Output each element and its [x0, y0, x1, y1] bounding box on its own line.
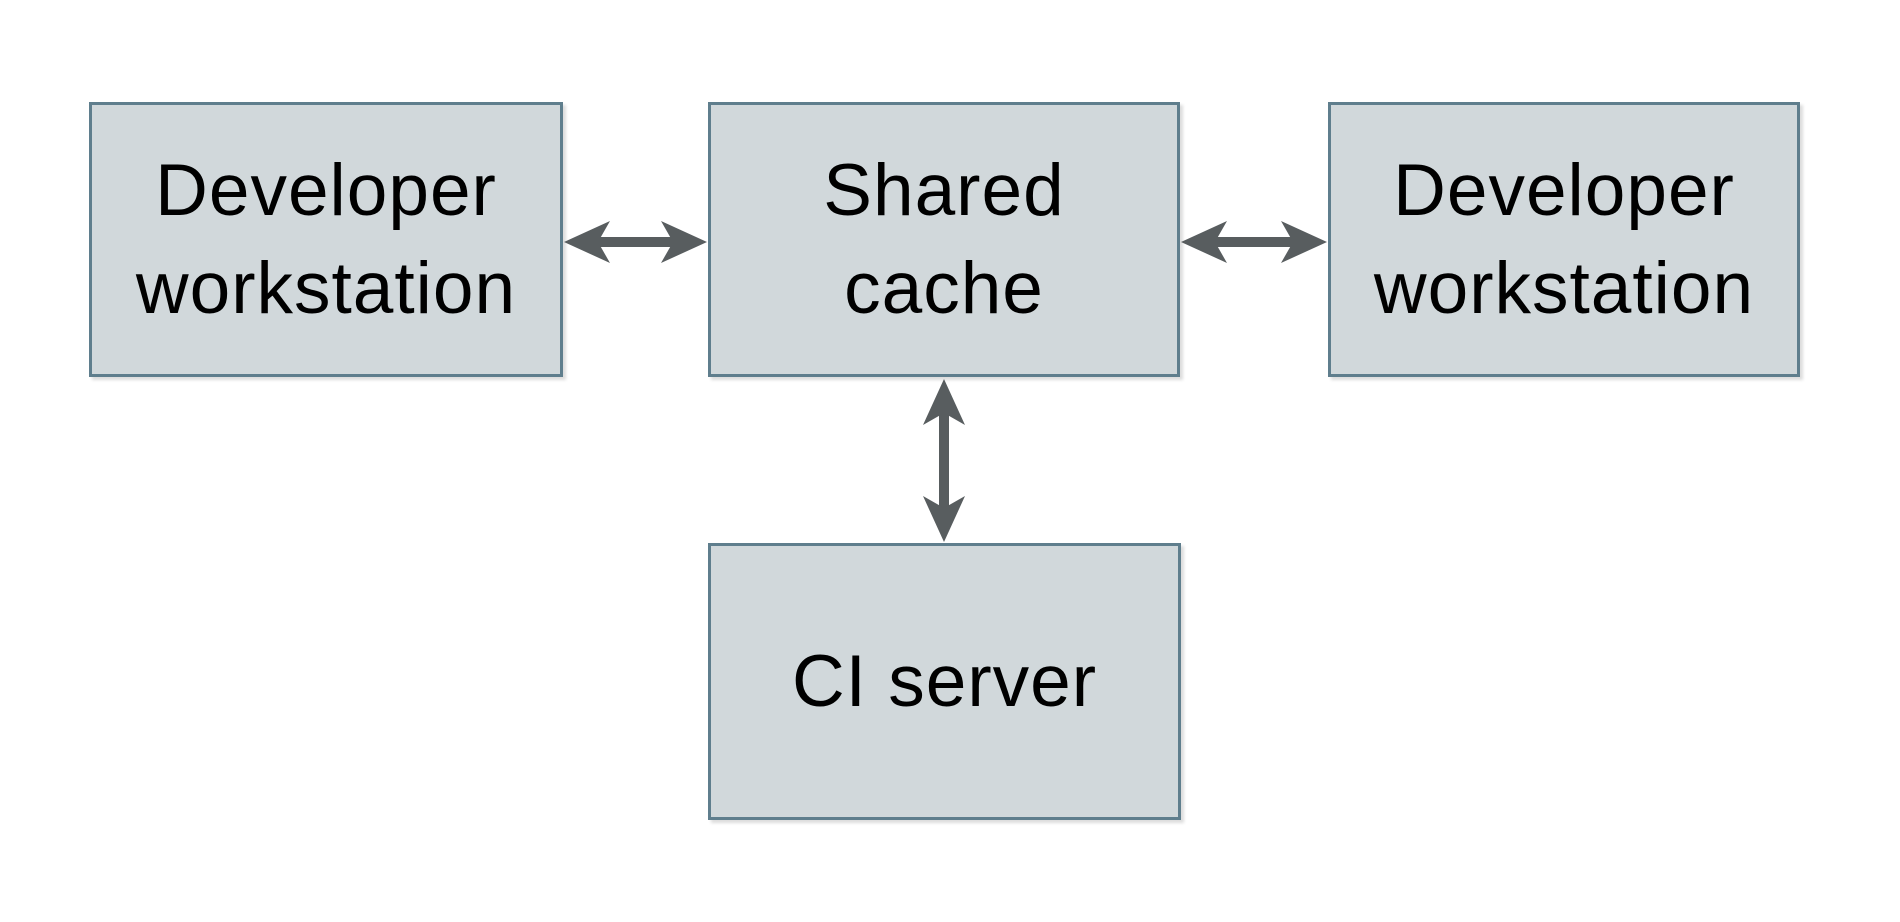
- arrowhead-up-icon: [923, 379, 965, 425]
- arrow-shared-cache-ci-server: [923, 379, 965, 542]
- node-ci-server: CI server: [708, 543, 1181, 820]
- node-shared-cache: Shared cache: [708, 102, 1180, 377]
- node-label-developer-workstation-right: Developer workstation: [1373, 150, 1755, 329]
- node-label-shared-cache: Shared cache: [823, 150, 1065, 329]
- arrow-shaft: [939, 411, 949, 510]
- arrow-shaft: [1213, 237, 1295, 247]
- arrowhead-right-icon: [661, 221, 707, 263]
- arrowhead-right-icon: [1281, 221, 1327, 263]
- arrowhead-left-icon: [1181, 221, 1227, 263]
- arrowhead-left-icon: [564, 221, 610, 263]
- node-label-ci-server: CI server: [791, 640, 1098, 722]
- arrow-shaft: [596, 237, 675, 247]
- node-label-developer-workstation-left: Developer workstation: [135, 150, 517, 329]
- node-developer-workstation-left: Developer workstation: [89, 102, 563, 377]
- node-developer-workstation-right: Developer workstation: [1328, 102, 1800, 377]
- arrowhead-down-icon: [923, 496, 965, 542]
- arrow-shared-cache-workstation-right: [1181, 221, 1327, 263]
- arrow-workstation-left-shared-cache: [564, 221, 707, 263]
